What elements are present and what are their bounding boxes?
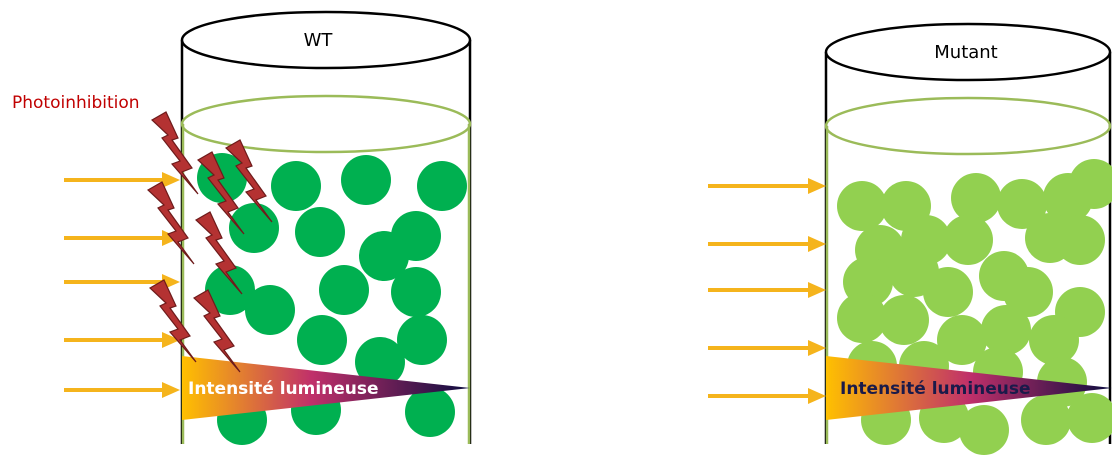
wt-cell [359, 231, 409, 281]
light-arrow-icon [708, 236, 826, 252]
wt-cell [417, 161, 467, 211]
light-arrow-icon [64, 332, 180, 348]
wt-cells [197, 153, 467, 445]
mutant-cell [837, 293, 887, 343]
wt-cell [391, 267, 441, 317]
lightning-bolt-icon [146, 181, 195, 265]
wt-cell [355, 337, 405, 387]
light-arrow-icon [64, 382, 180, 398]
lightning-bolt-icon [224, 139, 273, 223]
mutant-cell [923, 267, 973, 317]
mutant-cell [943, 215, 993, 265]
wt-title: WT [304, 30, 334, 51]
mutant-title: Mutant [934, 42, 998, 63]
lightning-bolt-icon [194, 211, 243, 295]
wt-cell [271, 161, 321, 211]
lightning-bolt-icon [196, 151, 245, 235]
photoinhibition-bolts [146, 111, 273, 373]
lightning-bolt-icon [148, 279, 197, 363]
mutant-intensity-gradient [826, 356, 1112, 420]
mutant-cell [1069, 159, 1112, 209]
mutant-cell [1003, 267, 1053, 317]
lightning-bolt-icon [150, 111, 199, 195]
light-arrows [64, 172, 826, 404]
mutant-intensity-label: Intensité lumineuse [840, 379, 1031, 399]
light-arrow-icon [64, 172, 180, 188]
wt-cell [245, 285, 295, 335]
mutant-cell [837, 181, 887, 231]
wt-cell [295, 207, 345, 257]
light-arrow-icon [708, 178, 826, 194]
mutant-cell [1055, 215, 1105, 265]
mutant-cell [879, 295, 929, 345]
wt-cell [341, 155, 391, 205]
mutant-cell [1067, 393, 1112, 443]
wt-intensity-gradient [182, 356, 470, 420]
wt-cell [297, 315, 347, 365]
light-arrow-icon [64, 230, 180, 246]
lightning-bolt-icon [192, 289, 241, 373]
mutant-container [824, 22, 1112, 455]
wt-container [180, 10, 472, 445]
photoinhibition-label: Photoinhibition [12, 93, 140, 113]
mutant-cell [959, 405, 1009, 455]
wt-cell [319, 265, 369, 315]
wt-intensity-label: Intensité lumineuse [188, 379, 379, 399]
wt-cell [229, 203, 279, 253]
light-arrow-icon [708, 282, 826, 298]
wt-cell [397, 315, 447, 365]
mutant-cell [1029, 315, 1079, 365]
wt-cell [205, 265, 255, 315]
light-arrow-icon [708, 388, 826, 404]
mutant-cell [981, 305, 1031, 355]
mutant-cell [951, 173, 1001, 223]
wt-cell [405, 387, 455, 437]
light-arrow-icon [708, 340, 826, 356]
mutant-cell [997, 179, 1047, 229]
mutant-cell [937, 315, 987, 365]
mutant-cell [1021, 395, 1071, 445]
